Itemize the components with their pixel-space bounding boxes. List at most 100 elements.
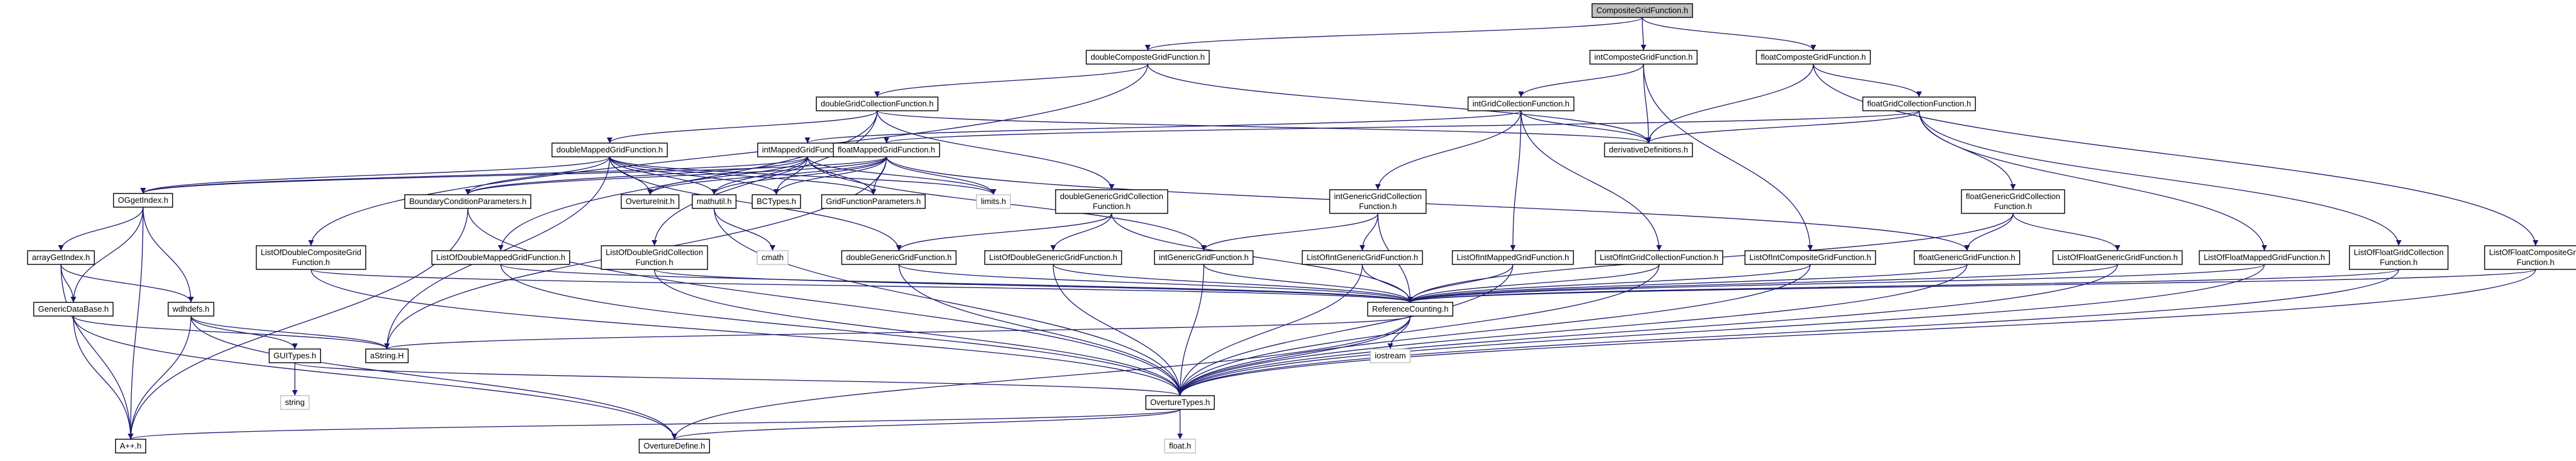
node-loiggf[interactable]: ListOfIntGenericGridFunction.h xyxy=(1301,250,1423,265)
node-refc[interactable]: ReferenceCounting.h xyxy=(1367,302,1454,317)
node-imgf[interactable]: intMappedGridFunction.h xyxy=(757,142,858,157)
node-odefine[interactable]: OvertureDefine.h xyxy=(638,439,710,454)
edge-loimgf-to-otypes xyxy=(1177,264,1514,396)
edge-fggcf-to-fggf xyxy=(1964,213,2014,251)
node-iostream[interactable]: iostream xyxy=(1370,348,1411,363)
node-app[interactable]: A++.h xyxy=(114,439,147,454)
node-box xyxy=(1086,50,1210,65)
node-box xyxy=(2052,250,2183,265)
edge-loiggf-to-otypes xyxy=(1177,264,1363,396)
edge-lodmgf-to-refc xyxy=(500,264,1413,303)
edge-lodgcf-to-refc xyxy=(654,269,1413,303)
node-limits[interactable]: limits.h xyxy=(976,194,1011,209)
node-box xyxy=(113,193,174,208)
node-label: A++.h xyxy=(120,441,142,450)
node-root[interactable]: CompositeGridFunction.h xyxy=(1591,3,1693,18)
edge-layer xyxy=(58,17,2539,440)
node-box xyxy=(2484,245,2576,270)
edge-root-to-icgf xyxy=(1640,17,1647,51)
edge-dggcf-to-dggf xyxy=(896,213,1112,251)
edge-lodmgf-to-otypes xyxy=(500,264,1183,396)
node-loimgf[interactable]: ListOfIntMappedGridFunction.h xyxy=(1451,250,1574,265)
node-label: float.h xyxy=(1169,441,1191,450)
edge-imgf-to-limits xyxy=(807,156,997,195)
edge-igcf-to-imgf xyxy=(804,110,1522,144)
node-otypes[interactable]: OvertureTypes.h xyxy=(1145,395,1215,410)
node-label: wdhdefs.h xyxy=(172,304,209,314)
node-iggf[interactable]: intGenericGridFunction.h xyxy=(1154,250,1253,265)
node-cmath[interactable]: cmath xyxy=(756,250,789,265)
node-dmgf[interactable]: doubleMappedGridFunction.h xyxy=(551,142,668,157)
node-igcf[interactable]: intGridCollectionFunction.h xyxy=(1467,96,1574,111)
node-box xyxy=(365,348,409,363)
edge-otypes-to-odefine xyxy=(671,409,1181,440)
node-box xyxy=(33,302,114,317)
node-label: ListOfDoubleGridCollection xyxy=(606,248,704,257)
edge-ogg-to-app xyxy=(128,207,144,440)
node-string[interactable]: string xyxy=(280,395,310,410)
node-dgcf[interactable]: doubleGridCollectionFunction.h xyxy=(816,96,939,111)
node-deriv[interactable]: derivativeDefinitions.h xyxy=(1604,142,1693,157)
edge-fggf-to-otypes xyxy=(1177,264,1968,396)
node-box xyxy=(1164,439,1196,454)
node-bctypes[interactable]: BCTypes.h xyxy=(751,194,801,209)
node-box xyxy=(2349,245,2448,270)
node-label: ListOfFloatGridCollection xyxy=(2354,248,2444,257)
node-lodmgf[interactable]: ListOfDoubleMappedGridFunction.h xyxy=(431,250,570,265)
node-mathutil[interactable]: mathutil.h xyxy=(692,194,737,209)
node-loicgf[interactable]: ListOfIntCompositeGridFunction.h xyxy=(1744,250,1876,265)
node-icgf[interactable]: intComposteGridFunction.h xyxy=(1589,50,1698,65)
node-ageti[interactable]: arrayGetIndex.h xyxy=(27,250,95,265)
node-lofmgf[interactable]: ListOfFloatMappedGridFunction.h xyxy=(2198,250,2330,265)
node-box xyxy=(832,142,941,157)
node-label: floatGenericGridFunction.h xyxy=(1918,253,2015,262)
edge-mathutil-to-cmath xyxy=(714,208,776,251)
edge-fcgf-to-lofcgf xyxy=(1813,63,2539,246)
node-box xyxy=(268,348,322,363)
node-layer: CompositeGridFunction.h doubleComposteGri… xyxy=(27,3,2576,454)
edge-fggf-to-refc xyxy=(1407,264,1968,303)
edge-lofcgf-to-otypes xyxy=(1177,269,2536,396)
node-box xyxy=(600,245,709,270)
node-box xyxy=(256,245,366,270)
node-lofggf[interactable]: ListOfFloatGenericGridFunction.h xyxy=(2052,250,2183,265)
node-fgcf[interactable]: floatGridCollectionFunction.h xyxy=(1862,96,1976,111)
node-bcp[interactable]: BoundaryConditionParameters.h xyxy=(404,194,532,209)
node-label: Function.h xyxy=(1994,202,2032,211)
node-box xyxy=(431,250,570,265)
node-lodggf[interactable]: ListOfDoubleGenericGridFunction.h xyxy=(984,250,1122,265)
node-box xyxy=(167,302,215,317)
node-fggf[interactable]: floatGenericGridFunction.h xyxy=(1913,250,2020,265)
edge-root-to-dcgf xyxy=(1145,17,1643,51)
node-ogg[interactable]: OGgetIndex.h xyxy=(113,193,174,208)
node-box xyxy=(1862,96,1976,111)
edge-dgcf-to-lodgcf xyxy=(651,110,878,246)
node-box xyxy=(1154,250,1253,265)
node-label: floatGridCollectionFunction.h xyxy=(1867,99,1971,108)
node-float[interactable]: float.h xyxy=(1164,439,1196,454)
node-dcgf[interactable]: doubleComposteGridFunction.h xyxy=(1086,50,1210,65)
node-gdb[interactable]: GenericDataBase.h xyxy=(33,302,114,317)
edge-igcf-to-loigcf xyxy=(1520,110,1662,251)
edge-fcgf-to-deriv xyxy=(1645,63,1814,144)
node-wdhdefs[interactable]: wdhdefs.h xyxy=(167,302,215,317)
node-fmgf[interactable]: floatMappedGridFunction.h xyxy=(832,142,941,157)
node-loigcf[interactable]: ListOfIntGridCollectionFunction.h xyxy=(1594,250,1724,265)
node-oinit[interactable]: OvertureInit.h xyxy=(620,194,680,209)
node-gfp[interactable]: GridFunctionParameters.h xyxy=(821,194,926,209)
node-dggf[interactable]: doubleGenericGridFunction.h xyxy=(841,250,957,265)
node-label: ListOfDoubleGenericGridFunction.h xyxy=(989,253,1117,262)
node-label: Function.h xyxy=(2380,258,2418,267)
node-label: limits.h xyxy=(981,197,1006,206)
node-guitypes[interactable]: GUITypes.h xyxy=(268,348,322,363)
node-astring[interactable]: aString.H xyxy=(365,348,409,363)
edge-refc-to-otypes xyxy=(1177,315,1411,396)
node-fcgf[interactable]: floatComposteGridFunction.h xyxy=(1755,50,1871,65)
